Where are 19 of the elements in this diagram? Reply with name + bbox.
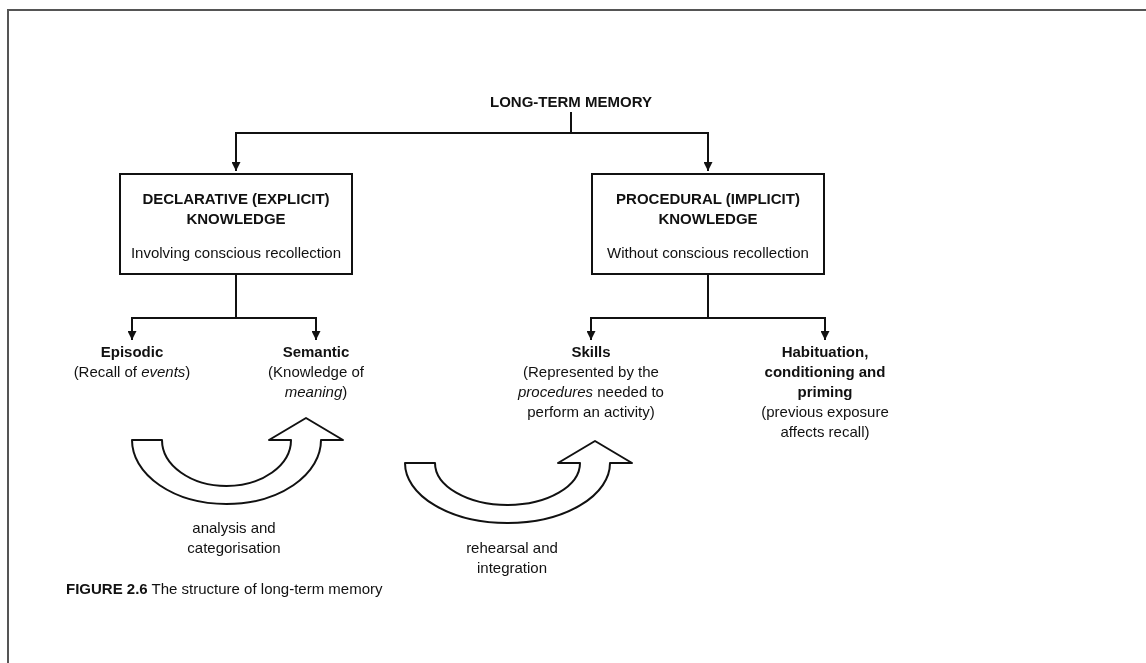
description-text: (Knowledge of meaning) bbox=[267, 362, 365, 402]
box-heading: DECLARATIVE (EXPLICIT) KNOWLEDGE bbox=[141, 189, 331, 229]
knowledge-box bbox=[119, 173, 353, 275]
memory-type-heading: Skills bbox=[570, 342, 612, 362]
figure-caption: FIGURE 2.6 The structure of long-term memory bbox=[66, 580, 383, 597]
description-text: Without conscious recollection bbox=[606, 243, 810, 263]
arrow bbox=[235, 274, 321, 341]
description-text: (previous exposure affects recall) bbox=[760, 402, 890, 442]
arrow bbox=[707, 274, 830, 341]
memory-type-heading: Episodic bbox=[99, 342, 165, 362]
description-text: Involving conscious recollection bbox=[129, 243, 343, 263]
memory-type-heading: Semantic bbox=[281, 342, 351, 362]
arrow bbox=[570, 111, 713, 172]
description-text: (Recall of events) bbox=[72, 362, 192, 382]
box-heading: PROCEDURAL (IMPLICIT) KNOWLEDGE bbox=[615, 189, 801, 229]
memory-type-heading: LONG-TERM MEMORY bbox=[489, 92, 653, 112]
knowledge-box bbox=[591, 173, 825, 275]
description-text: (Represented by the procedures needed to perform an activity) bbox=[516, 362, 665, 422]
memory-type-heading: Habituation, conditioning and priming bbox=[763, 342, 887, 402]
